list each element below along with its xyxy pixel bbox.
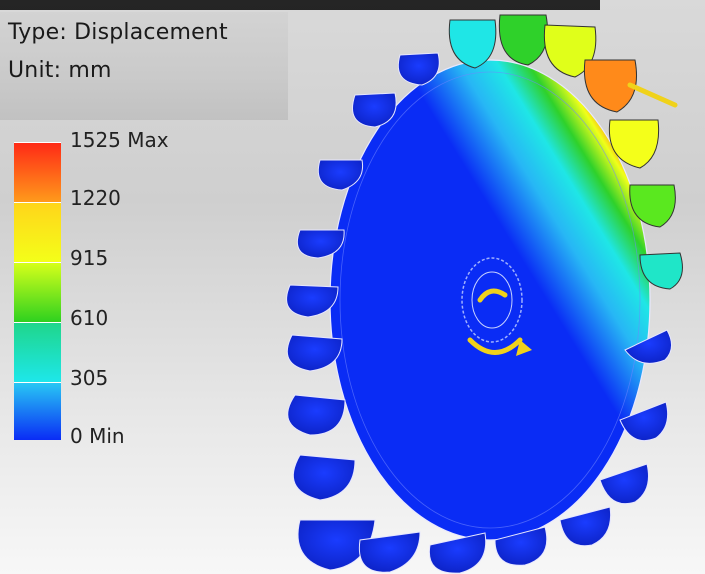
- rotation-arrowhead-icon: [516, 340, 532, 356]
- legend-level-max: 1525 Max: [70, 128, 169, 152]
- result-unit-label: Unit: mm: [8, 58, 112, 83]
- legend-color-bar: [14, 142, 61, 440]
- hub: [461, 257, 523, 343]
- bucket-row-deformed: [448, 14, 683, 290]
- result-type-label: Type: Displacement: [8, 20, 228, 45]
- legend-band-5: [14, 382, 61, 440]
- legend-band-4: [14, 322, 61, 382]
- legend-level-3: 915: [70, 246, 109, 270]
- legend-band-3: [14, 262, 61, 322]
- legend-level-min: 0 Min: [70, 424, 125, 448]
- legend-level-2: 1220: [70, 186, 121, 210]
- bucket-row-left: [286, 52, 548, 574]
- bucket-row-right: [559, 329, 672, 547]
- rotation-arrow-icon: [467, 288, 523, 355]
- load-arrow-icon: [627, 82, 678, 108]
- legend-band-2: [14, 202, 61, 262]
- legend-level-4: 610: [70, 306, 109, 330]
- legend-level-5: 305: [70, 366, 109, 390]
- legend-band-1: [14, 142, 61, 202]
- title-strip: [0, 0, 600, 10]
- runner-disk: [329, 59, 651, 541]
- result-info-panel: Type: Displacement Unit: mm: [0, 12, 288, 120]
